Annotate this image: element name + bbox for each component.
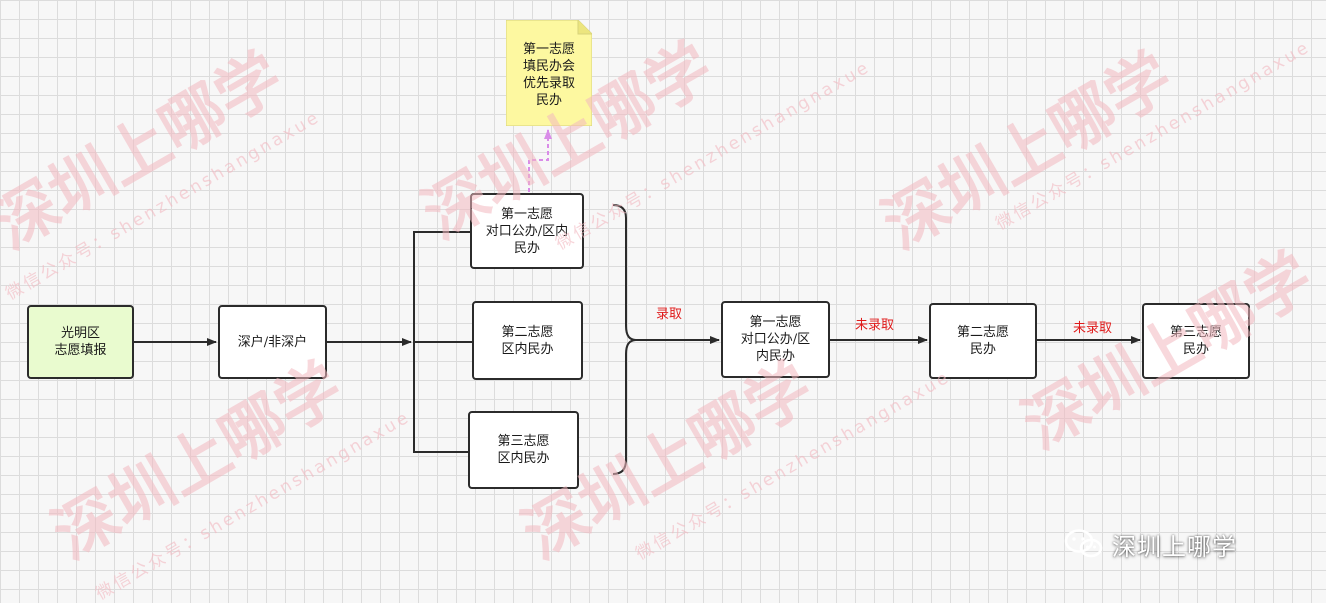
sticky-note-text: 第一志愿 填民办会 优先录取 民办 [522, 42, 575, 108]
label-admitted: 录取 [656, 307, 683, 322]
node-hukou[interactable]: 深户/非深户 [218, 305, 327, 379]
node-choice2[interactable]: 第二志愿 区内民办 [472, 301, 583, 380]
watermark-badge: 深圳上哪学 [1064, 524, 1237, 564]
node-admit3[interactable]: 第三志愿 民办 [1142, 303, 1250, 379]
wechat-icon [1064, 529, 1103, 558]
label-not-admitted-2: 未录取 [1073, 321, 1113, 336]
node-choice3[interactable]: 第三志愿 区内民办 [468, 411, 579, 489]
label-not-admitted-1: 未录取 [855, 318, 895, 333]
sticky-note[interactable]: 第一志愿 填民办会 优先录取 民办 [506, 20, 592, 126]
node-start[interactable]: 光明区 志愿填报 [27, 305, 134, 379]
edge-note-pointer [528, 129, 552, 192]
merge-curly-brace [612, 204, 637, 475]
node-choice1[interactable]: 第一志愿 对口公办/区内 民办 [470, 193, 584, 269]
node-admit2[interactable]: 第二志愿 民办 [929, 303, 1037, 379]
watermark-badge-text: 深圳上哪学 [1112, 532, 1237, 561]
sticky-note-shape [506, 20, 592, 126]
node-admit1[interactable]: 第一志愿 对口公办/区 内民办 [721, 301, 830, 378]
